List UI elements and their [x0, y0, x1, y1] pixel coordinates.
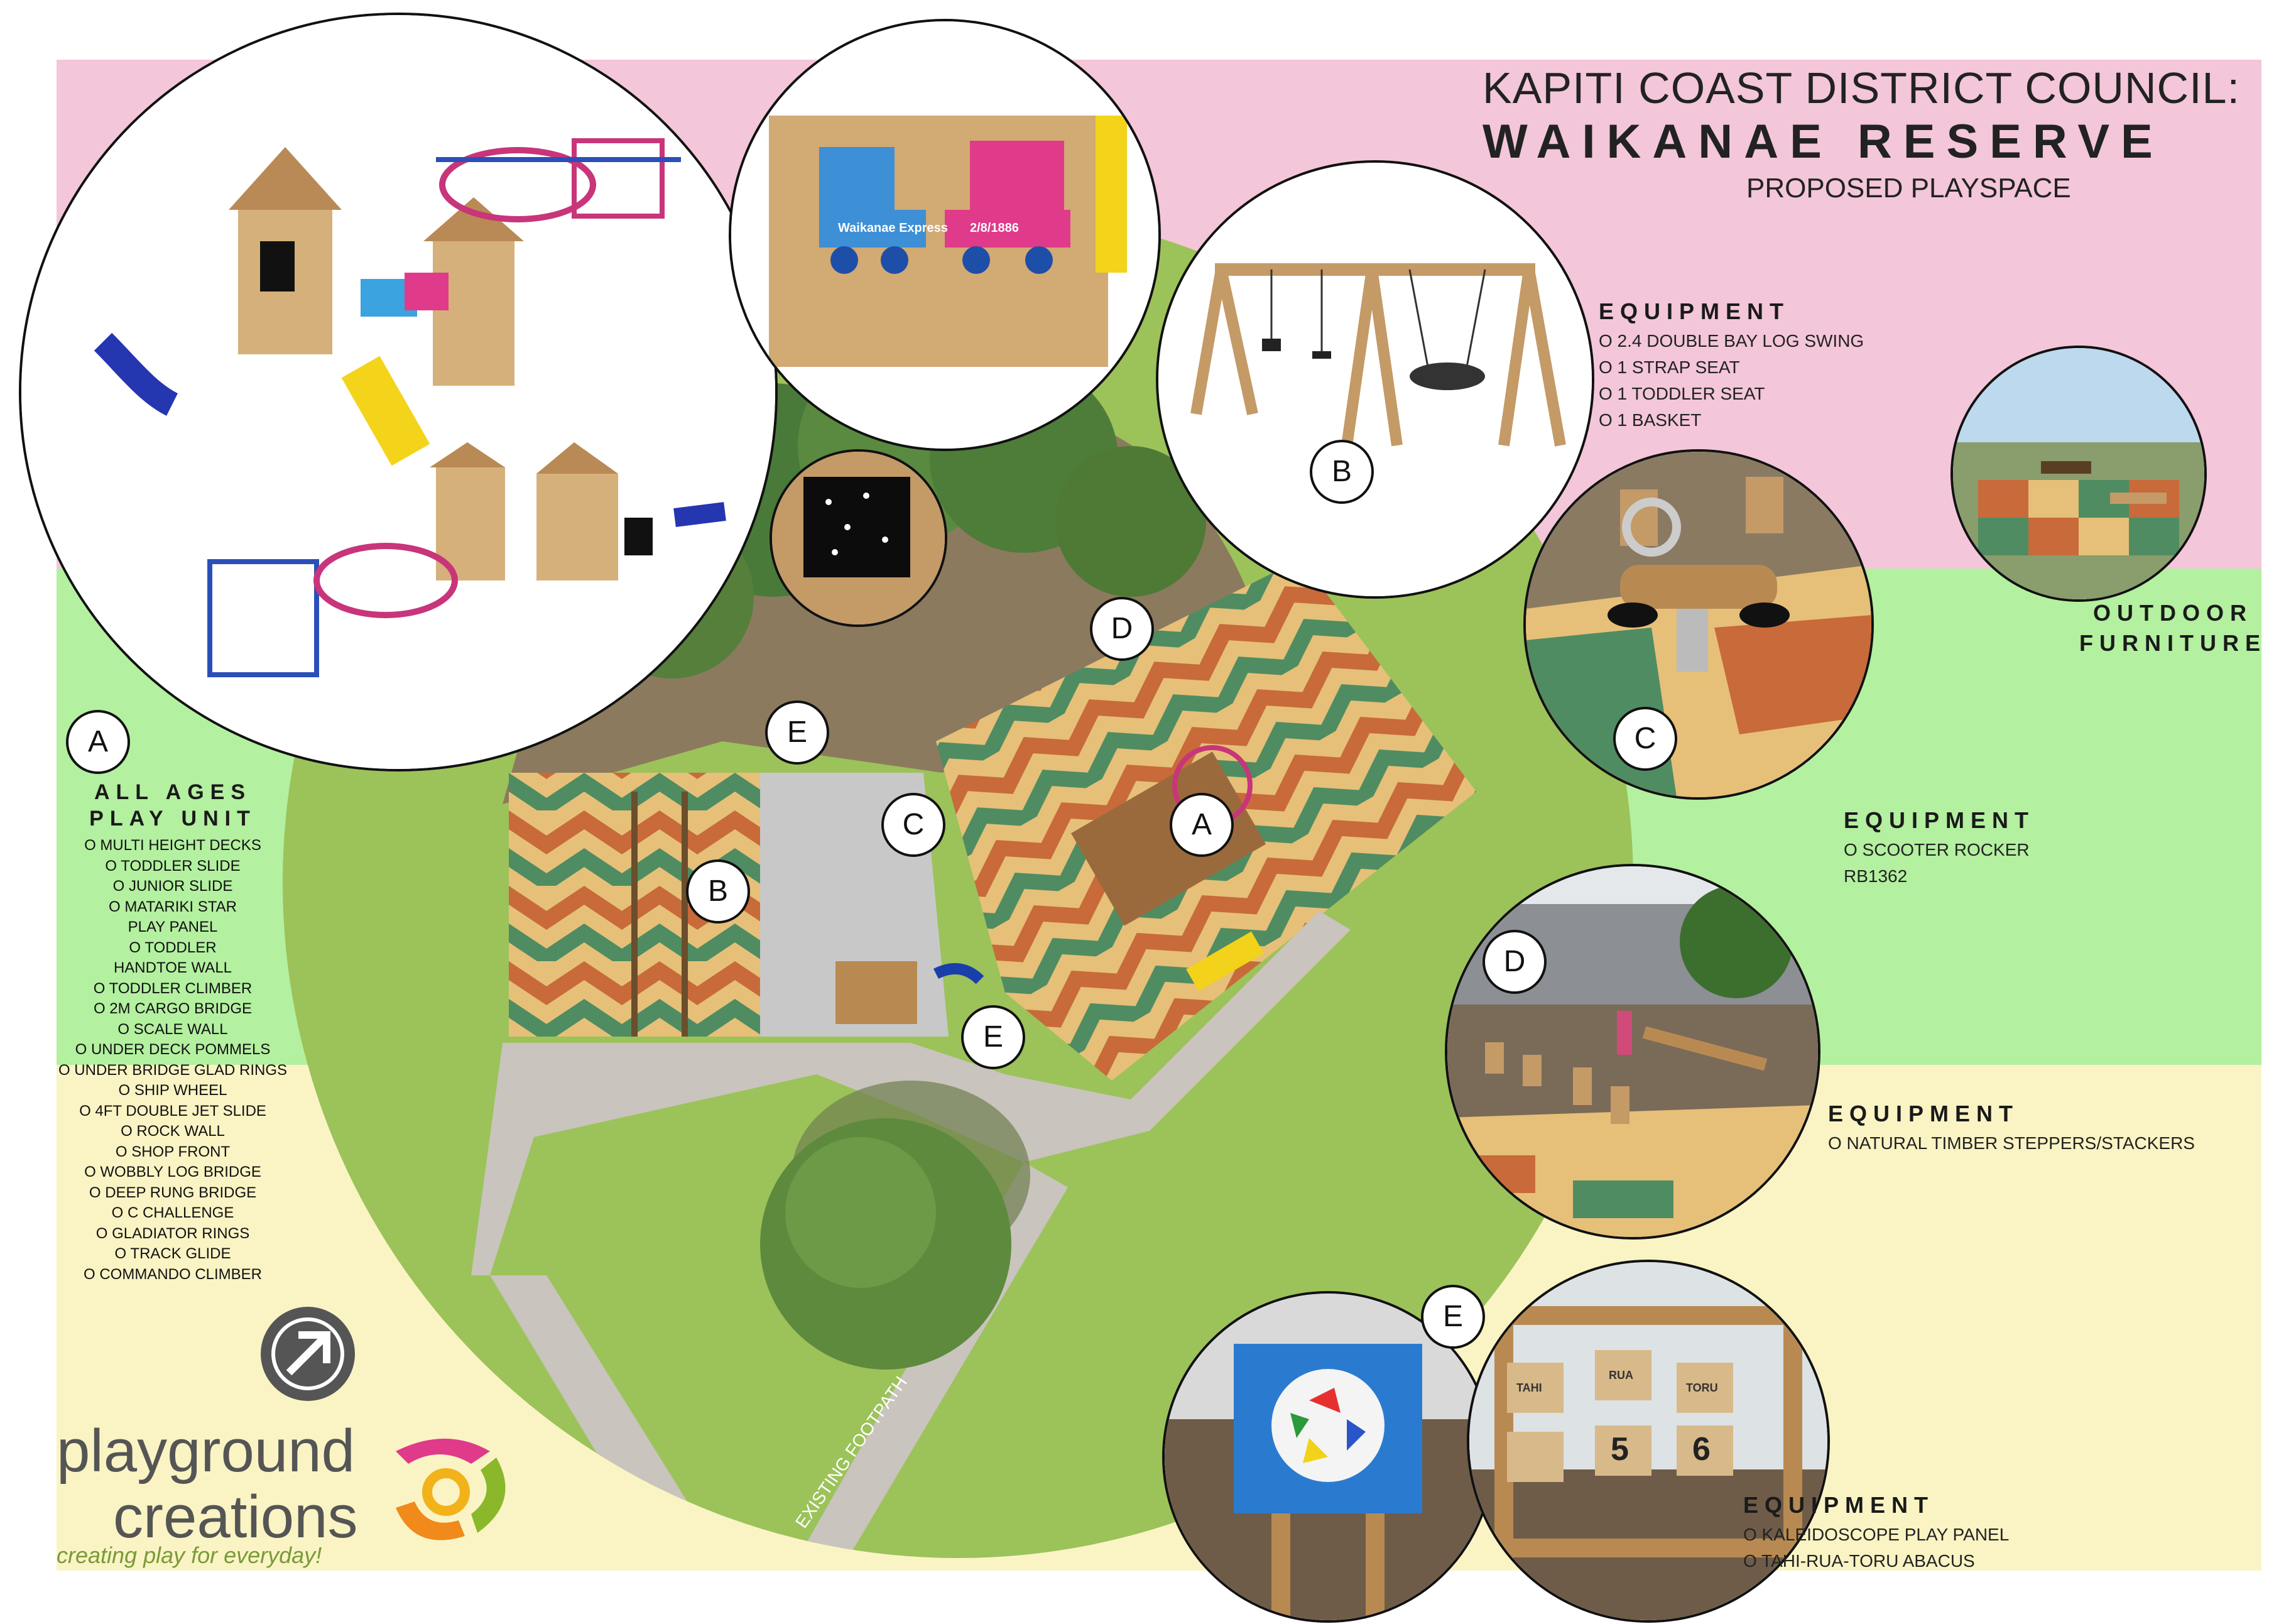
play-unit-feature: O C CHALLENGE: [111, 1204, 234, 1221]
play-unit-feature: O TRACK GLIDE: [114, 1245, 231, 1262]
plan-marker-a: A: [1170, 793, 1234, 857]
play-unit-title-line2: PLAY UNIT: [89, 807, 256, 831]
plan-marker-d: D: [1090, 597, 1154, 661]
play-unit-feature: O SHIP WHEEL: [118, 1082, 227, 1099]
play-unit-feature: O JUNIOR SLIDE: [112, 878, 233, 895]
kaleidoscope-render: [1165, 1294, 1491, 1620]
rocker-equipment-list: EQUIPMENT O SCOOTER ROCKER RB1362: [1844, 807, 2035, 886]
abacus-label-rua: RUA: [1609, 1369, 1633, 1381]
panels-item: O TAHI-RUA-TORU ABACUS: [1743, 1551, 1975, 1571]
play-unit-feature: O SCALE WALL: [117, 1020, 228, 1038]
rocker-render-circle: [1523, 449, 1874, 800]
play-unit-feature: O GLADIATOR RINGS: [95, 1224, 250, 1242]
brand-name-line2: creations: [113, 1483, 358, 1550]
steppers-equipment-heading: EQUIPMENT: [1828, 1101, 2020, 1126]
play-unit-feature: O 2M CARGO BRIDGE: [93, 1000, 253, 1017]
rocker-item: RB1362: [1844, 866, 1908, 886]
play-unit-feature: O COMMANDO CLIMBER: [83, 1265, 262, 1283]
plan-marker-c: C: [881, 793, 945, 857]
play-unit-feature: O WOBBLY LOG BRIDGE: [84, 1164, 261, 1180]
arrow-logo-icon: [261, 1307, 355, 1401]
star-panel-render: [772, 452, 945, 624]
swirl-logo-icon: [377, 1426, 521, 1552]
play-unit-title: ALL AGES PLAY UNIT: [50, 779, 295, 832]
rocker-equipment-heading: EQUIPMENT: [1844, 807, 2035, 833]
train-panel-render: [731, 21, 1158, 449]
swing-equipment-heading: EQUIPMENT: [1599, 298, 1790, 324]
play-unit-feature: O UNDER DECK POMMELS: [75, 1041, 271, 1058]
play-unit-feature: O DEEP RUNG BRIDGE: [89, 1184, 257, 1201]
panels-equipment-list: EQUIPMENT O KALEIDOSCOPE PLAY PANEL O TA…: [1743, 1492, 2009, 1571]
rocker-marker-c: C: [1613, 707, 1677, 771]
play-unit-feature: PLAY PANEL: [128, 918, 218, 935]
subtitle: PROPOSED PLAYSPACE: [1746, 173, 2071, 204]
train-name-label: Waikanae Express: [838, 221, 948, 235]
swing-item: O 1 STRAP SEAT: [1599, 357, 1740, 377]
swing-item: O 1 TODDLER SEAT: [1599, 384, 1765, 403]
furniture-render: [1953, 348, 2204, 599]
play-unit-render-circle: [19, 13, 778, 771]
steppers-marker-d: D: [1483, 930, 1547, 994]
plan-marker-e1: E: [765, 700, 829, 765]
steppers-equipment-list: EQUIPMENT O NATURAL TIMBER STEPPERS/STAC…: [1828, 1101, 2195, 1153]
play-unit-feature: O TODDLER: [129, 939, 217, 956]
rocker-item: O SCOOTER ROCKER: [1844, 840, 2030, 859]
abacus-render-circle: TAHI RUA TORU 5 6: [1467, 1260, 1830, 1623]
play-unit-feature: O UNDER BRIDGE GLAD RINGS: [58, 1061, 288, 1079]
play-unit-feature: O MATARIKI STAR: [108, 898, 237, 915]
play-unit-render: [21, 15, 775, 769]
swing-marker-b: B: [1310, 440, 1374, 504]
play-unit-feature: O 4FT DOUBLE JET SLIDE: [79, 1102, 266, 1120]
panels-marker-e: E: [1421, 1285, 1485, 1349]
abacus-label-tahi: TAHI: [1516, 1381, 1542, 1394]
play-unit-title-line1: ALL AGES: [94, 780, 252, 804]
swing-item: O 2.4 DOUBLE BAY LOG SWING: [1599, 331, 1864, 351]
client-title: KAPITI COAST DISTRICT COUNCIL:: [1483, 63, 2240, 112]
play-unit-feature: O ROCK WALL: [121, 1123, 225, 1140]
play-unit-feature: O TODDLER CLIMBER: [93, 979, 253, 997]
train-panel-circle: Waikanae Express 2/8/1886: [729, 19, 1161, 451]
swing-render-circle: [1156, 160, 1594, 599]
furniture-label: OUTDOOR FURNITURE: [2079, 600, 2266, 657]
plan-marker-e2: E: [961, 1005, 1025, 1069]
swing-item: O 1 BASKET: [1599, 410, 1702, 430]
rocker-render: [1526, 452, 1871, 797]
abacus-label-toru: TORU: [1686, 1381, 1718, 1394]
abacus-digit-5: 5: [1611, 1431, 1629, 1468]
brand-tagline: creating play for everyday!: [57, 1542, 322, 1568]
furniture-label-line2: FURNITURE: [2079, 630, 2266, 656]
panels-item: O KALEIDOSCOPE PLAY PANEL: [1743, 1525, 2010, 1544]
play-unit-feature: O MULTI HEIGHT DECKS: [84, 837, 261, 854]
swing-equipment-list: EQUIPMENT O 2.4 DOUBLE BAY LOG SWING O 1…: [1599, 298, 1864, 430]
steppers-render-circle: [1445, 864, 1820, 1240]
steppers-render: [1447, 866, 1818, 1237]
play-unit-feature: O TODDLER SLIDE: [105, 857, 241, 875]
play-unit-feature: O SHOP FRONT: [115, 1143, 231, 1160]
steppers-item: O NATURAL TIMBER STEPPERS/STACKERS: [1828, 1133, 2195, 1153]
train-date-label: 2/8/1886: [970, 221, 1019, 235]
panels-equipment-heading: EQUIPMENT: [1743, 1492, 1935, 1518]
abacus-digit-6: 6: [1692, 1431, 1711, 1468]
furniture-label-line1: OUTDOOR: [2092, 600, 2253, 626]
star-panel-circle: [770, 449, 947, 627]
furniture-render-circle: [1951, 346, 2207, 602]
plan-marker-b: B: [686, 859, 750, 924]
play-unit-feature: HANDTOE WALL: [113, 959, 232, 976]
kaleidoscope-render-circle: [1162, 1291, 1494, 1623]
play-unit-feature-list: O MULTI HEIGHT DECKS O TODDLER SLIDE O JUN…: [50, 836, 295, 1285]
swing-render: [1158, 163, 1592, 596]
site-title: WAIKANAE RESERVE: [1483, 115, 2164, 168]
play-unit-marker-a: A: [66, 710, 130, 774]
brand-name-line1: playground: [57, 1417, 356, 1485]
